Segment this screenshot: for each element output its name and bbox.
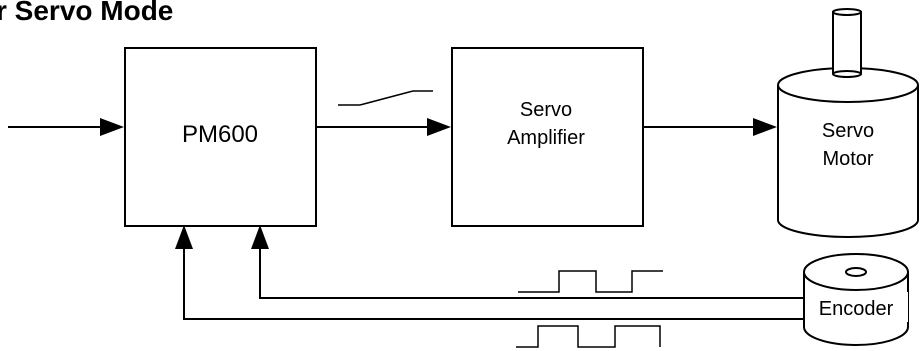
arrowhead-icon: [175, 225, 193, 249]
arrowhead-icon: [427, 118, 451, 136]
motor-drive-arrow: [643, 118, 777, 136]
motor-label-line2: Motor: [822, 148, 873, 170]
drive-signal-line: [316, 118, 451, 136]
encoder-label: Encoder: [819, 298, 894, 320]
feedback-line-lower: [175, 225, 804, 320]
pm600-block: PM600: [124, 47, 317, 227]
pm600-label: PM600: [182, 121, 258, 148]
switch-icon: [338, 90, 433, 106]
input-arrow: [8, 118, 124, 136]
arrowhead-icon: [100, 118, 124, 136]
amplifier-label-line2: Amplifier: [507, 127, 585, 149]
encoder-label-box: [805, 292, 908, 322]
amplifier-label-line1: Servo: [520, 99, 572, 121]
servo-motor: [777, 8, 919, 238]
motor-label-line1: Servo: [822, 120, 874, 142]
diagram-title: r Servo Mode: [0, 0, 173, 26]
feedback-line-upper: [251, 225, 804, 299]
arrowhead-icon: [753, 118, 777, 136]
arrowhead-icon: [251, 225, 269, 249]
servo-amplifier-block: Servo Amplifier: [451, 47, 644, 227]
pulse-train-icon: [516, 325, 661, 348]
pulse-train-icon: [518, 270, 663, 293]
